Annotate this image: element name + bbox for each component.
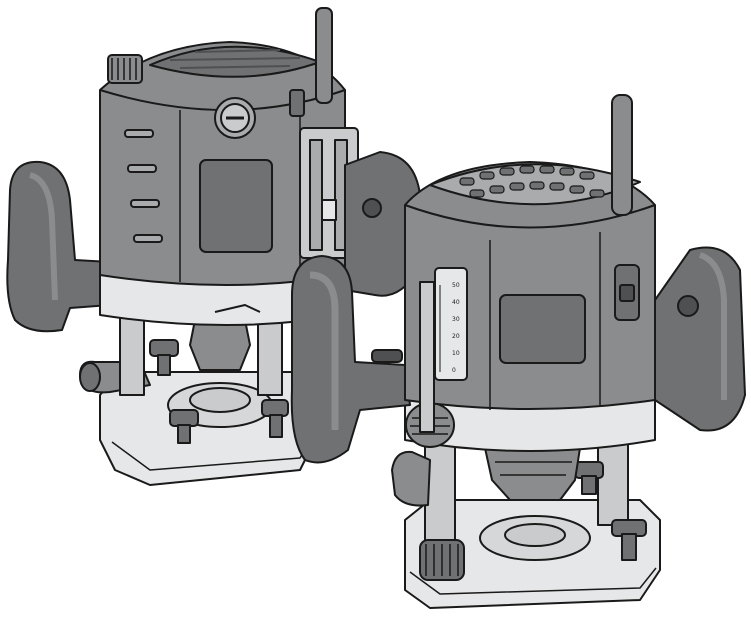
front-router-column-knob-right bbox=[611, 519, 647, 561]
front-router-lock-lever bbox=[371, 349, 403, 363]
back-router-switch bbox=[289, 89, 305, 117]
front-router-depth-rod bbox=[611, 94, 633, 216]
back-router-collet bbox=[189, 319, 251, 371]
back-router-column-knob-left bbox=[149, 339, 179, 376]
depth-scale-tick-40: 40 bbox=[452, 299, 460, 306]
depth-scale-tick-50: 50 bbox=[452, 282, 460, 289]
back-router-label-plate bbox=[199, 159, 273, 253]
front-router-column-knob-mid bbox=[574, 461, 604, 495]
front-router-label-plate bbox=[499, 294, 586, 364]
front-router-depth-scale: 50 40 30 20 10 0 bbox=[419, 267, 468, 433]
front-router-top-vents bbox=[459, 165, 605, 198]
front-router-dust-shroud bbox=[391, 450, 431, 507]
front-router-collet bbox=[484, 447, 581, 501]
back-router-brush-cap bbox=[214, 97, 256, 139]
front-router-right-handle bbox=[654, 246, 746, 432]
front-router-column-knob-left bbox=[419, 539, 465, 581]
back-router-side-vents bbox=[124, 129, 163, 243]
back-router-trigger bbox=[362, 198, 382, 218]
back-router-depth-rod bbox=[315, 7, 333, 104]
front-router-left-handle bbox=[290, 255, 411, 464]
back-router-column-knob-right bbox=[169, 409, 199, 444]
depth-scale-tick-20: 20 bbox=[452, 333, 460, 340]
depth-scale-tick-30: 30 bbox=[452, 316, 460, 323]
back-router-left-handle bbox=[6, 160, 111, 333]
front-router-trigger bbox=[677, 295, 699, 317]
back-router bbox=[6, 7, 421, 486]
back-router-column-knob-right-2 bbox=[261, 399, 289, 438]
back-router-speed-dial bbox=[107, 54, 143, 84]
depth-scale-tick-0: 0 bbox=[452, 367, 456, 374]
front-router-speed-switch bbox=[614, 264, 640, 321]
front-router-right-column bbox=[597, 434, 629, 526]
depth-scale-tick-10: 10 bbox=[452, 350, 460, 357]
front-router: 50 40 30 20 10 0 bbox=[290, 94, 746, 609]
